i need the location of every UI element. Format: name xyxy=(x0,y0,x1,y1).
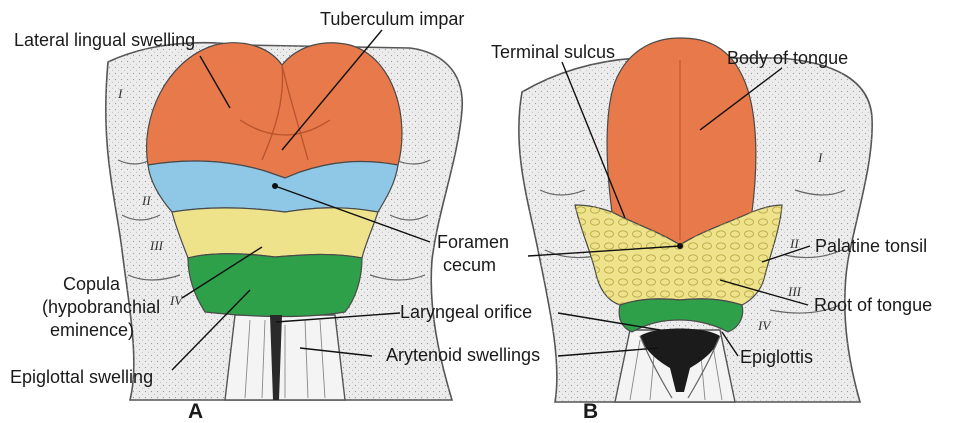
label-foramen-cecum-line1: Foramen xyxy=(437,232,509,252)
body-of-tongue-b xyxy=(607,38,756,245)
arch-numeral-a-2: II xyxy=(141,193,151,208)
label-foramen-cecum-line2: cecum xyxy=(443,255,496,275)
arch-numeral-a-3: III xyxy=(149,238,164,253)
lateral-lingual-swelling-a xyxy=(147,43,402,178)
copula-band-a xyxy=(172,208,378,258)
arch-numeral-b-1: I xyxy=(817,150,823,165)
arch-numeral-a-1: I xyxy=(117,86,123,101)
label-terminal-sulcus: Terminal sulcus xyxy=(491,42,615,62)
epiglottal-band-a xyxy=(188,254,362,317)
arch-numeral-b-2: II xyxy=(789,236,799,251)
label-copula-line2: (hypobranchial xyxy=(42,297,160,317)
label-copula-line1: Copula xyxy=(63,274,121,294)
label-root-of-tongue: Root of tongue xyxy=(814,295,932,315)
panel-label-a: A xyxy=(188,400,203,423)
panel-label-b: B xyxy=(583,400,598,423)
label-laryngeal-orifice: Laryngeal orifice xyxy=(400,302,532,322)
label-epiglottal-swelling: Epiglottal swelling xyxy=(10,367,153,387)
panel-b-illustration: I II III IV xyxy=(519,38,872,402)
label-body-of-tongue: Body of tongue xyxy=(727,48,848,68)
label-epiglottis: Epiglottis xyxy=(740,347,813,367)
label-lateral-lingual-swelling: Lateral lingual swelling xyxy=(14,30,195,50)
label-tuberculum-impar: Tuberculum impar xyxy=(320,9,464,29)
arch-numeral-b-3: III xyxy=(787,284,802,299)
arch-numeral-b-4: IV xyxy=(757,318,772,333)
label-palatine-tonsil: Palatine tonsil xyxy=(815,236,927,256)
label-copula-line3: eminence) xyxy=(50,320,134,340)
label-arytenoid-swellings: Arytenoid swellings xyxy=(386,345,540,365)
arch-numeral-a-4: IV xyxy=(169,293,184,308)
